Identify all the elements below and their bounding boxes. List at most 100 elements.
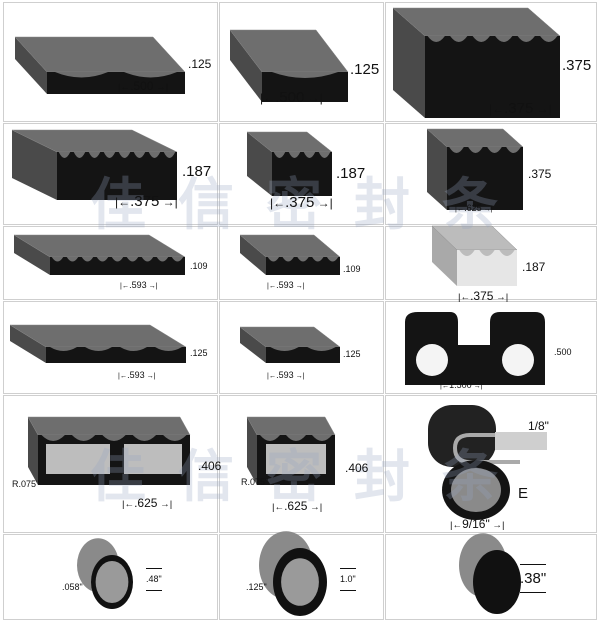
thickness-label: 1/8" bbox=[528, 419, 549, 433]
profile-rib bbox=[260, 435, 280, 441]
marker-label: E bbox=[518, 485, 529, 502]
profile-rib bbox=[479, 250, 495, 256]
profile-rib bbox=[96, 257, 109, 262]
height-label: .406 bbox=[198, 459, 222, 473]
profile-rib bbox=[73, 152, 86, 158]
profile-rib bbox=[303, 152, 316, 158]
width-label: .375 bbox=[458, 290, 508, 303]
profile-side-face bbox=[393, 8, 425, 118]
profile-hollow bbox=[46, 444, 110, 474]
profile-rib bbox=[123, 72, 178, 78]
width-label: .625 bbox=[122, 497, 172, 510]
height-label: .109 bbox=[190, 261, 208, 271]
height-label: .125 bbox=[188, 57, 212, 71]
bulb-hollow bbox=[451, 468, 501, 512]
profile-side-face bbox=[28, 417, 38, 485]
height-label: .125 bbox=[350, 61, 380, 78]
profile-rib bbox=[81, 257, 94, 262]
profile-rib bbox=[297, 257, 309, 262]
profile-rib bbox=[307, 347, 336, 351]
profile-rib bbox=[111, 257, 124, 262]
profile-front-face bbox=[46, 347, 186, 363]
profile-rib bbox=[51, 257, 64, 262]
profile-rib bbox=[449, 147, 464, 153]
height-label: .375 bbox=[528, 167, 552, 181]
diameter-label: 1.0" bbox=[340, 568, 356, 591]
profile-side-face bbox=[12, 130, 57, 200]
profile-rib bbox=[326, 257, 339, 262]
profile-rib bbox=[156, 257, 169, 262]
profile-front-face bbox=[50, 257, 185, 275]
profile-rib bbox=[133, 152, 146, 158]
trim-clip-core bbox=[452, 433, 520, 464]
profile-rib bbox=[148, 152, 161, 158]
profile-rib bbox=[427, 36, 445, 42]
profile-rib bbox=[54, 72, 109, 78]
width-label: .625 bbox=[272, 500, 322, 513]
width-label: .593 bbox=[118, 371, 156, 380]
height-label: .375 bbox=[562, 57, 592, 74]
profile-side-face bbox=[10, 325, 46, 363]
profile-rib bbox=[102, 435, 126, 441]
profile-rib bbox=[270, 347, 299, 351]
width-label: .593 bbox=[267, 371, 305, 380]
profile-rib bbox=[141, 257, 154, 262]
profile-rib bbox=[472, 36, 490, 42]
width-label: 9/16" bbox=[450, 518, 504, 531]
profile-hollow bbox=[266, 444, 326, 474]
profile-hollow bbox=[124, 444, 182, 474]
tube-bore bbox=[95, 560, 129, 604]
profile-rib bbox=[50, 347, 77, 351]
profile-rib bbox=[41, 435, 65, 441]
width-label: .375 bbox=[115, 194, 178, 209]
tube-end bbox=[473, 550, 521, 614]
profile-rib bbox=[126, 257, 139, 262]
tube-bore bbox=[281, 558, 319, 606]
profile-rib bbox=[468, 147, 483, 153]
profile-rib bbox=[312, 435, 332, 441]
profile-rib bbox=[85, 347, 112, 351]
profile-rib bbox=[88, 152, 101, 158]
radius-label: R.075" bbox=[241, 477, 269, 487]
profile-rib bbox=[282, 257, 294, 262]
profile-front-face bbox=[272, 152, 332, 196]
profile-rib bbox=[318, 152, 331, 158]
profile-side-face bbox=[240, 235, 266, 275]
profile-rib bbox=[288, 152, 301, 158]
profile-side-face bbox=[230, 30, 262, 102]
width-label: .375 bbox=[270, 195, 333, 210]
profile-front-face bbox=[266, 257, 340, 275]
u-profile-hollow bbox=[416, 344, 448, 376]
width-label: .500 bbox=[260, 90, 323, 105]
profile-rib bbox=[66, 257, 79, 262]
profile-rib bbox=[103, 152, 116, 158]
height-label: .406 bbox=[345, 461, 369, 475]
width-label: .375 bbox=[489, 101, 552, 116]
height-label: .125 bbox=[343, 349, 361, 359]
height-label: .125 bbox=[190, 348, 208, 358]
radius-label: R.075" bbox=[12, 479, 40, 489]
profile-rib bbox=[506, 147, 521, 153]
width-label: .593 bbox=[120, 281, 158, 290]
profile-rib bbox=[273, 152, 286, 158]
profile-rib bbox=[58, 152, 71, 158]
profile-rib bbox=[163, 435, 187, 441]
profile-rib bbox=[163, 152, 176, 158]
height-label: .109 bbox=[343, 264, 361, 274]
panel-edge bbox=[495, 432, 547, 450]
profile-rib bbox=[499, 250, 515, 256]
wall-label: .058" bbox=[62, 582, 83, 592]
profile-rib bbox=[450, 36, 468, 42]
profile-rib bbox=[271, 72, 339, 78]
profile-side-face bbox=[427, 129, 447, 210]
height-label: .187 bbox=[182, 163, 212, 180]
profile-side-face bbox=[247, 132, 272, 196]
profile-rib bbox=[132, 435, 157, 441]
profile-front-face bbox=[447, 147, 523, 210]
u-profile-hollow bbox=[502, 344, 534, 376]
profile-rib bbox=[120, 347, 147, 351]
profile-rib bbox=[495, 36, 513, 42]
wall-label: .125" bbox=[246, 582, 267, 592]
